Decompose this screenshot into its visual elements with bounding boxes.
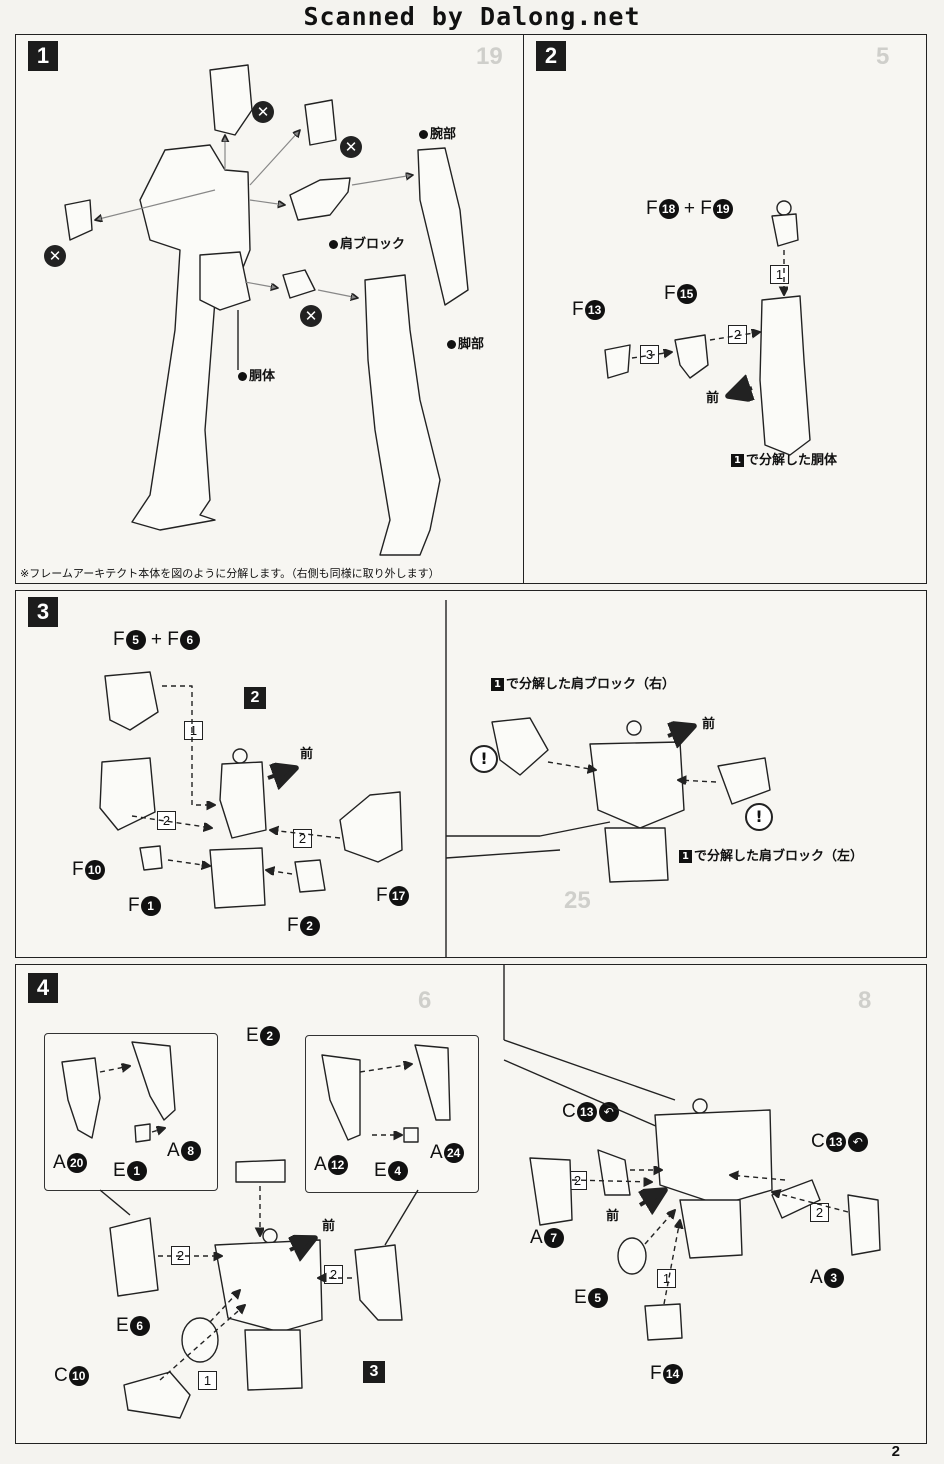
step-2-badge: 2 <box>536 41 566 71</box>
front-direction: 前 <box>702 717 716 732</box>
step-4-badge: 4 <box>28 973 58 1003</box>
remove-mark: ✕ <box>340 136 362 158</box>
caution-mark: ! <box>745 803 773 831</box>
ref-step-2: 2 <box>244 687 266 709</box>
label-shoulder-block: 肩ブロック <box>329 233 405 252</box>
label-torso: 胴体 <box>238 365 275 384</box>
remove-mark: ✕ <box>300 305 322 327</box>
step-1-note: ※フレームアーキテクト本体を図のように分解します。（右側も同様に取り外します） <box>20 567 440 580</box>
step-3-badge: 3 <box>28 597 58 627</box>
ghost-number: 19 <box>476 43 503 70</box>
seq-2: 2 <box>157 811 176 830</box>
seq-1: 1 <box>657 1269 676 1288</box>
step-1-panel: 1 19 腕部 肩ブロック 胴体 脚部 ✕ ✕ ✕ ✕ ※フレームアーキテクト本… <box>15 34 524 584</box>
frame-figure <box>64 64 469 556</box>
ghost-number: 5 <box>876 43 890 70</box>
seq-2: 2 <box>568 1171 587 1190</box>
remove-mark: ✕ <box>252 101 274 123</box>
caution-mark: ! <box>470 745 498 773</box>
front-direction: 前 <box>300 747 314 762</box>
seq-3: 3 <box>640 345 659 364</box>
ghost-number: 8 <box>858 987 872 1014</box>
seq-2: 2 <box>810 1203 829 1222</box>
page-number: 2 <box>891 1443 900 1460</box>
ref-step-3: 3 <box>363 1361 385 1383</box>
ghost-number: 25 <box>564 887 591 914</box>
seq-2: 2 <box>293 829 312 848</box>
ghost-number: 6 <box>418 987 432 1014</box>
remove-mark: ✕ <box>44 245 66 267</box>
front-direction: 前 <box>322 1219 336 1234</box>
front-direction: 前 <box>706 391 720 406</box>
scan-credit: Scanned by Dalong.net <box>303 2 641 31</box>
step-1-badge: 1 <box>28 41 58 71</box>
label-arm: 腕部 <box>419 123 456 142</box>
seq-1: 1 <box>198 1371 217 1390</box>
front-direction: 前 <box>606 1209 620 1224</box>
label-leg: 脚部 <box>447 333 484 352</box>
seq-1: 1 <box>184 721 203 740</box>
